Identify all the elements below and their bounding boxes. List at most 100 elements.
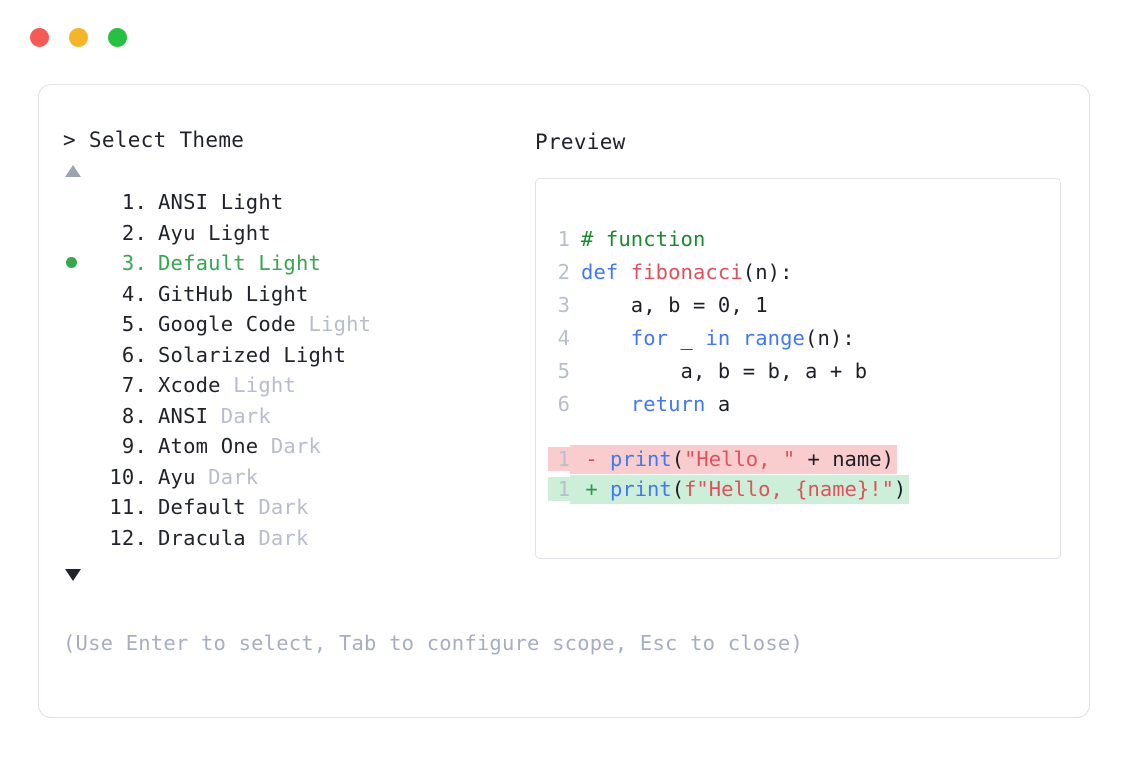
theme-item-name: Ayu <box>158 220 196 245</box>
theme-item-number: 12. <box>109 525 147 550</box>
code-line-text: a, b = b, a + b <box>581 359 868 383</box>
selected-dot-icon <box>66 257 77 268</box>
theme-item-label: Default Light <box>147 251 321 275</box>
window-titlebar <box>30 28 127 47</box>
triangle-up-icon[interactable] <box>65 165 81 177</box>
theme-item-variant: Dark <box>245 525 309 550</box>
code-token <box>581 326 631 350</box>
preview-label: Preview <box>535 130 626 154</box>
diff-block: 1 - print("Hello, " + name)1 + print(f"H… <box>548 445 1060 505</box>
theme-list-item[interactable]: 7.Xcode Light <box>63 373 533 404</box>
theme-item-name: ANSI <box>158 403 209 428</box>
maximize-button[interactable] <box>108 28 127 47</box>
theme-list-item[interactable]: 3.Default Light <box>63 251 533 282</box>
code-line-number: 2 <box>557 260 570 284</box>
code-line: 4 for _ in range(n): <box>548 326 1060 359</box>
code-line: 5 a, b = b, a + b <box>548 359 1060 392</box>
theme-item-label: GitHub Light <box>147 282 309 306</box>
theme-item-number: 5. <box>121 312 147 336</box>
code-line-number: 5 <box>557 359 570 383</box>
triangle-down-icon[interactable] <box>65 569 81 581</box>
diff-marker: + <box>573 477 611 501</box>
code-token: def <box>581 260 631 284</box>
theme-list-item[interactable]: 6.Solarized Light <box>63 343 533 374</box>
theme-item-label: Ayu Dark <box>147 465 258 489</box>
page-title: > Select Theme <box>63 128 245 152</box>
theme-item-name: GitHub <box>158 281 234 306</box>
code-token: fibonacci <box>630 260 743 284</box>
theme-item-variant: Dark <box>258 434 322 458</box>
code-token: a, b = <box>581 293 718 317</box>
code-line-text: for _ in range(n): <box>581 326 855 350</box>
code-token: (n): <box>805 326 855 350</box>
theme-item-variant: Dark <box>245 495 309 519</box>
theme-item-number: 9. <box>121 434 147 458</box>
theme-item-label: Ayu Light <box>147 221 271 245</box>
theme-item-number: 11. <box>109 495 147 519</box>
theme-item-label: Default Dark <box>147 495 309 519</box>
theme-item-name: ANSI <box>158 190 209 214</box>
theme-item-label: Solarized Light <box>147 343 346 367</box>
code-line-text: return a <box>581 392 730 416</box>
code-token: a <box>705 392 731 416</box>
theme-item-variant: Dark <box>195 464 259 489</box>
theme-list-item[interactable]: 10.Ayu Dark <box>63 465 533 496</box>
code-token: _ <box>668 326 706 350</box>
code-token: # function <box>581 227 706 251</box>
keyboard-hint: (Use Enter to select, Tab to configure s… <box>63 631 803 655</box>
theme-item-name: Dracula <box>158 525 246 550</box>
theme-list-item[interactable]: 12.Dracula Dark <box>63 526 533 557</box>
code-token: ( <box>671 447 685 471</box>
code-line: 1# function <box>548 227 1060 260</box>
theme-item-number: 6. <box>121 342 147 367</box>
theme-item-label: Xcode Light <box>147 373 296 397</box>
diff-marker: - <box>573 447 611 471</box>
theme-list-item[interactable]: 9. Atom One Dark <box>63 434 533 465</box>
code-line-text: # function <box>581 227 705 251</box>
minimize-button[interactable] <box>69 28 88 47</box>
theme-list-item[interactable]: 8.ANSI Dark <box>63 404 533 435</box>
theme-item-name: Xcode <box>158 373 221 397</box>
theme-list-item[interactable]: 2.Ayu Light <box>63 221 533 252</box>
diff-line-add: 1 + print(f"Hello, {name}!") <box>548 475 1060 505</box>
code-token: print <box>610 477 672 501</box>
code-token: + name) <box>795 447 894 471</box>
code-line: 3 a, b = 0, 1 <box>548 293 1060 326</box>
code-token: print <box>610 447 672 471</box>
code-token: for <box>630 326 669 350</box>
theme-item-name: Default <box>158 495 246 519</box>
theme-item-name: Atom One <box>158 434 259 458</box>
diff-line-number: 1 <box>548 477 570 501</box>
theme-item-variant: Light <box>208 190 284 214</box>
theme-item-label: ANSI Light <box>147 190 283 214</box>
theme-item-number: 8. <box>121 403 147 428</box>
theme-item-label: Google Code Light <box>147 312 371 336</box>
code-token: in <box>705 326 731 350</box>
diff-line-text: - print("Hello, " + name) <box>570 445 897 474</box>
theme-item-number: 10. <box>109 464 147 489</box>
theme-item-name: Default <box>158 251 246 275</box>
theme-item-number: 7. <box>121 373 147 397</box>
code-token <box>581 392 631 416</box>
close-button[interactable] <box>30 28 49 47</box>
theme-list-item[interactable]: 11.Default Dark <box>63 495 533 526</box>
theme-item-variant: Light <box>220 373 296 397</box>
code-token: , <box>730 293 756 317</box>
theme-list-item[interactable]: 5.Google Code Light <box>63 312 533 343</box>
theme-item-number: 2. <box>121 220 147 245</box>
code-line: 6 return a <box>548 392 1060 425</box>
theme-item-label: Dracula Dark <box>147 526 309 550</box>
theme-list-item[interactable]: 1.ANSI Light <box>63 190 533 221</box>
code-token: f"Hello, {name}!" <box>684 477 894 501</box>
theme-item-name: Ayu <box>158 464 196 489</box>
code-token: a, b = b, a + b <box>581 359 868 383</box>
theme-list-item[interactable]: 4.GitHub Light <box>63 282 533 313</box>
code-token: return <box>630 392 706 416</box>
